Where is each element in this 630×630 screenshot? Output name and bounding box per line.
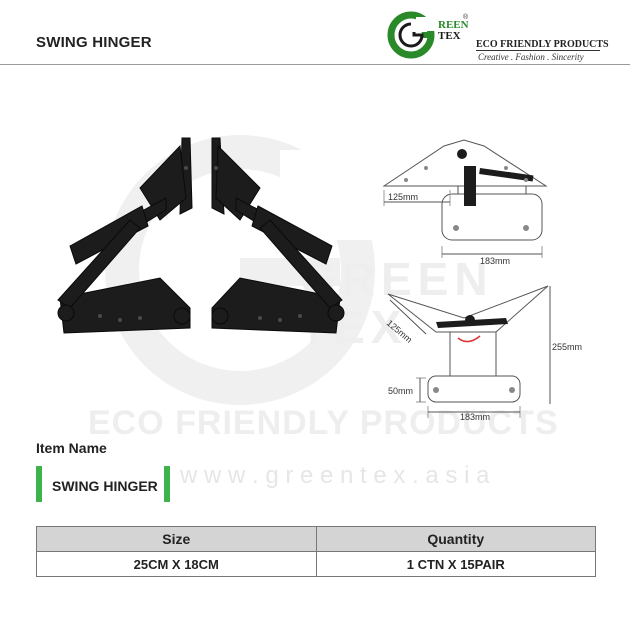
size-value: 25CM X 18CM <box>36 551 317 577</box>
item-name-label: Item Name <box>36 440 107 456</box>
registered-mark: ® <box>463 14 469 21</box>
technical-drawing: 125mm 183mm 125mm 255mm 50mm 183mm <box>382 139 582 422</box>
spec-table: Size Quantity 25CM X 18CM 1 CTN X 15PAIR <box>36 526 596 577</box>
dim-bottom-base: 183mm <box>460 412 490 422</box>
dim-top-width: 125mm <box>388 192 418 202</box>
quantity-column-header: Quantity <box>315 526 596 552</box>
logo-tagline: Creative . Fashion . Sincerity <box>478 52 584 62</box>
item-name-value: SWING HINGER <box>52 478 158 494</box>
table-row: 25CM X 18CM 1 CTN X 15PAIR <box>36 551 596 577</box>
accent-bar-right <box>164 466 170 502</box>
size-column-header: Size <box>36 526 317 552</box>
dim-base-height: 50mm <box>388 386 413 396</box>
logo-rule <box>476 50 600 51</box>
spec-table-header-row: Size Quantity <box>36 526 596 552</box>
page-title: SWING HINGER <box>36 34 152 51</box>
logo-g-icon <box>387 11 436 59</box>
dim-side-diagonal: 125mm <box>385 318 414 345</box>
header-divider <box>0 64 630 65</box>
dim-height: 255mm <box>552 342 582 352</box>
logo-line-2: TEX <box>438 30 461 42</box>
product-photo <box>57 137 345 334</box>
logo-slogan: ECO FRIENDLY PRODUCTS <box>476 39 609 50</box>
quantity-value: 1 CTN X 15PAIR <box>315 551 596 577</box>
watermark-url: w w w . g r e e n t e x . a s i a <box>180 462 490 489</box>
dim-top-base: 183mm <box>480 256 510 266</box>
accent-bar-left <box>36 466 42 502</box>
logo-wordmark: REEN TEX <box>438 20 469 42</box>
logo-line-1: REEN <box>438 19 469 31</box>
watermark-slogan: ECO FRIENDLY PRODUCTS <box>88 404 559 442</box>
brand-logo: REEN TEX ® ECO FRIENDLY PRODUCTS Creativ… <box>387 10 618 62</box>
